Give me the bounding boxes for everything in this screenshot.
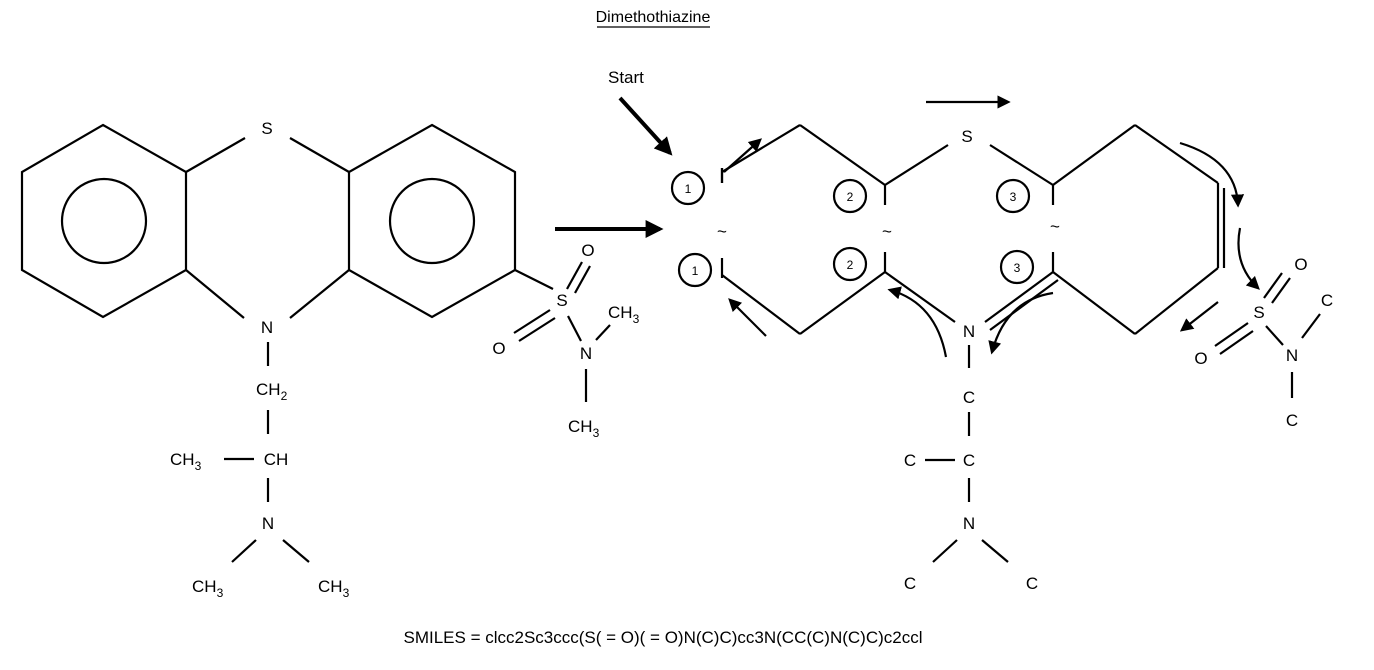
bond-ring-sulfonyl <box>514 269 554 290</box>
diagram-title: Dimethothiazine <box>596 9 711 26</box>
start-arrow <box>618 96 673 156</box>
left-aromatic-circle <box>60 177 148 265</box>
right-aromatic-circle <box>388 177 476 265</box>
break-mark-3: ~ <box>1050 217 1060 236</box>
right-chain-carbon-side: C <box>904 451 916 470</box>
bond-rs-n <box>1265 325 1284 346</box>
bond-c-n-left <box>185 269 245 319</box>
left-chain-methyl-left: CH3 <box>192 577 224 600</box>
svg-text:1: 1 <box>685 182 692 196</box>
left-sulfonyl-oxygen-top: O <box>581 241 594 260</box>
bond-rs-o-top-b <box>1271 277 1291 304</box>
ring-a-upper-left <box>721 124 801 173</box>
bond-rs-o-bottom-a <box>1214 322 1249 347</box>
traversal-arrow-curve-up <box>887 286 948 358</box>
right-chain-carbon-left: C <box>904 574 916 593</box>
traversal-arrow-curve-right <box>1179 141 1245 208</box>
bond-s-o-top-b <box>574 265 591 294</box>
ring-a-lower-left <box>721 274 801 335</box>
bond-n-ch3-top <box>595 324 611 341</box>
traversal-arrow-curve-sulfonyl <box>1237 227 1260 290</box>
traversal-arrow-up-right <box>723 138 762 173</box>
left-chain-methyl-right: CH3 <box>318 577 350 600</box>
traversal-arrow-curve-n <box>988 291 1054 355</box>
right-benzene-ring <box>347 123 517 319</box>
ring-a-lower-right <box>799 271 886 335</box>
bond-rchain-n-left <box>932 539 958 563</box>
right-sulfonyl-carbon-bottom: C <box>1286 411 1298 430</box>
left-chain-ch: CH <box>264 450 289 469</box>
left-sulfonyl-nitrogen: N <box>580 344 592 363</box>
smiles-string: SMILES = clcc2Sc3ccc(S( = O)( = O)N(C)C)… <box>404 628 923 647</box>
left-sulfonyl-methyl-bottom: CH3 <box>568 417 600 440</box>
bond-n-c-mid-right-a <box>984 271 1054 323</box>
ring-a-upper-right <box>799 124 886 186</box>
bond-rchain-n-right <box>981 539 1009 563</box>
bond-rs-o-bottom-b <box>1219 330 1254 355</box>
left-chain-methyl-side: CH3 <box>170 450 202 473</box>
bond-rn-c-top <box>1301 313 1321 339</box>
right-structure: Start S N ~ ~ ~ 1 <box>608 68 1333 593</box>
traversal-arrow-down-left <box>1179 301 1219 332</box>
right-sulfonyl-carbon-top: C <box>1321 291 1333 310</box>
left-sulfonyl-sulfur: S <box>556 291 567 310</box>
right-chain-carbon-1: C <box>963 388 975 407</box>
right-chain-carbon-right: C <box>1026 574 1038 593</box>
right-chain-carbon-2: C <box>963 451 975 470</box>
ring-closure-3-bottom: 3 <box>999 249 1035 285</box>
break-mark-1: ~ <box>717 222 727 241</box>
ring-c-lower-right <box>1134 267 1219 335</box>
left-benzene-ring <box>20 123 188 319</box>
svg-text:2: 2 <box>847 258 854 272</box>
left-chain-nitrogen: N <box>262 514 274 533</box>
ring-c-upper-left <box>1052 124 1136 186</box>
ring-closure-1-top: 1 <box>670 170 706 206</box>
svg-text:2: 2 <box>847 190 854 204</box>
ring-closure-1-bottom: 1 <box>677 252 713 288</box>
ring-closure-2-bottom: 2 <box>832 246 868 282</box>
left-ring-nitrogen: N <box>261 318 273 337</box>
left-sulfonyl-methyl-top: CH3 <box>608 303 640 326</box>
right-chain-nitrogen: N <box>963 514 975 533</box>
left-sulfonyl-oxygen-bottom: O <box>492 339 505 358</box>
bond-c-s-mid-left <box>884 144 949 186</box>
bond-s-c-right <box>289 137 350 173</box>
bond-s-c-mid-right <box>989 144 1054 186</box>
ring-closure-3-top: 3 <box>995 178 1031 214</box>
bond-s-o-bottom-a <box>513 309 551 334</box>
svg-text:3: 3 <box>1010 190 1017 204</box>
start-label: Start <box>608 68 644 87</box>
right-sulfonyl-oxygen-top: O <box>1294 255 1307 274</box>
break-mark-2: ~ <box>882 222 892 241</box>
bond-s-o-top-a <box>566 261 583 290</box>
right-ring-sulfur: S <box>961 127 972 146</box>
left-chain-ch2: CH2 <box>256 380 288 403</box>
right-sulfonyl-oxygen-bottom: O <box>1194 349 1207 368</box>
bond-s-n <box>567 315 582 342</box>
right-sulfonyl-nitrogen: N <box>1286 346 1298 365</box>
svg-text:3: 3 <box>1014 261 1021 275</box>
bond-c-s-left <box>185 137 246 173</box>
ring-closure-2-top: 2 <box>832 178 868 214</box>
bond-n-ch3-right <box>282 539 310 563</box>
traversal-arrow-back <box>728 298 767 337</box>
bond-n-c-right <box>289 269 350 319</box>
left-structure: S N S O O N CH3 CH3 CH2 CH CH3 N CH3 CH3 <box>20 119 640 600</box>
left-ring-sulfur: S <box>261 119 272 138</box>
ring-c-lower-left <box>1052 271 1136 335</box>
bond-n-c-mid-right-b <box>989 279 1059 331</box>
bond-n-ch3-left <box>231 539 257 563</box>
right-sulfonyl-sulfur: S <box>1253 303 1264 322</box>
right-ring-nitrogen: N <box>963 322 975 341</box>
bond-c-n-mid-left <box>884 271 956 323</box>
svg-text:1: 1 <box>692 264 699 278</box>
ring-c-upper-right <box>1134 124 1219 184</box>
bond-s-o-bottom-b <box>518 317 556 342</box>
bond-rs-o-top-a <box>1263 272 1283 299</box>
